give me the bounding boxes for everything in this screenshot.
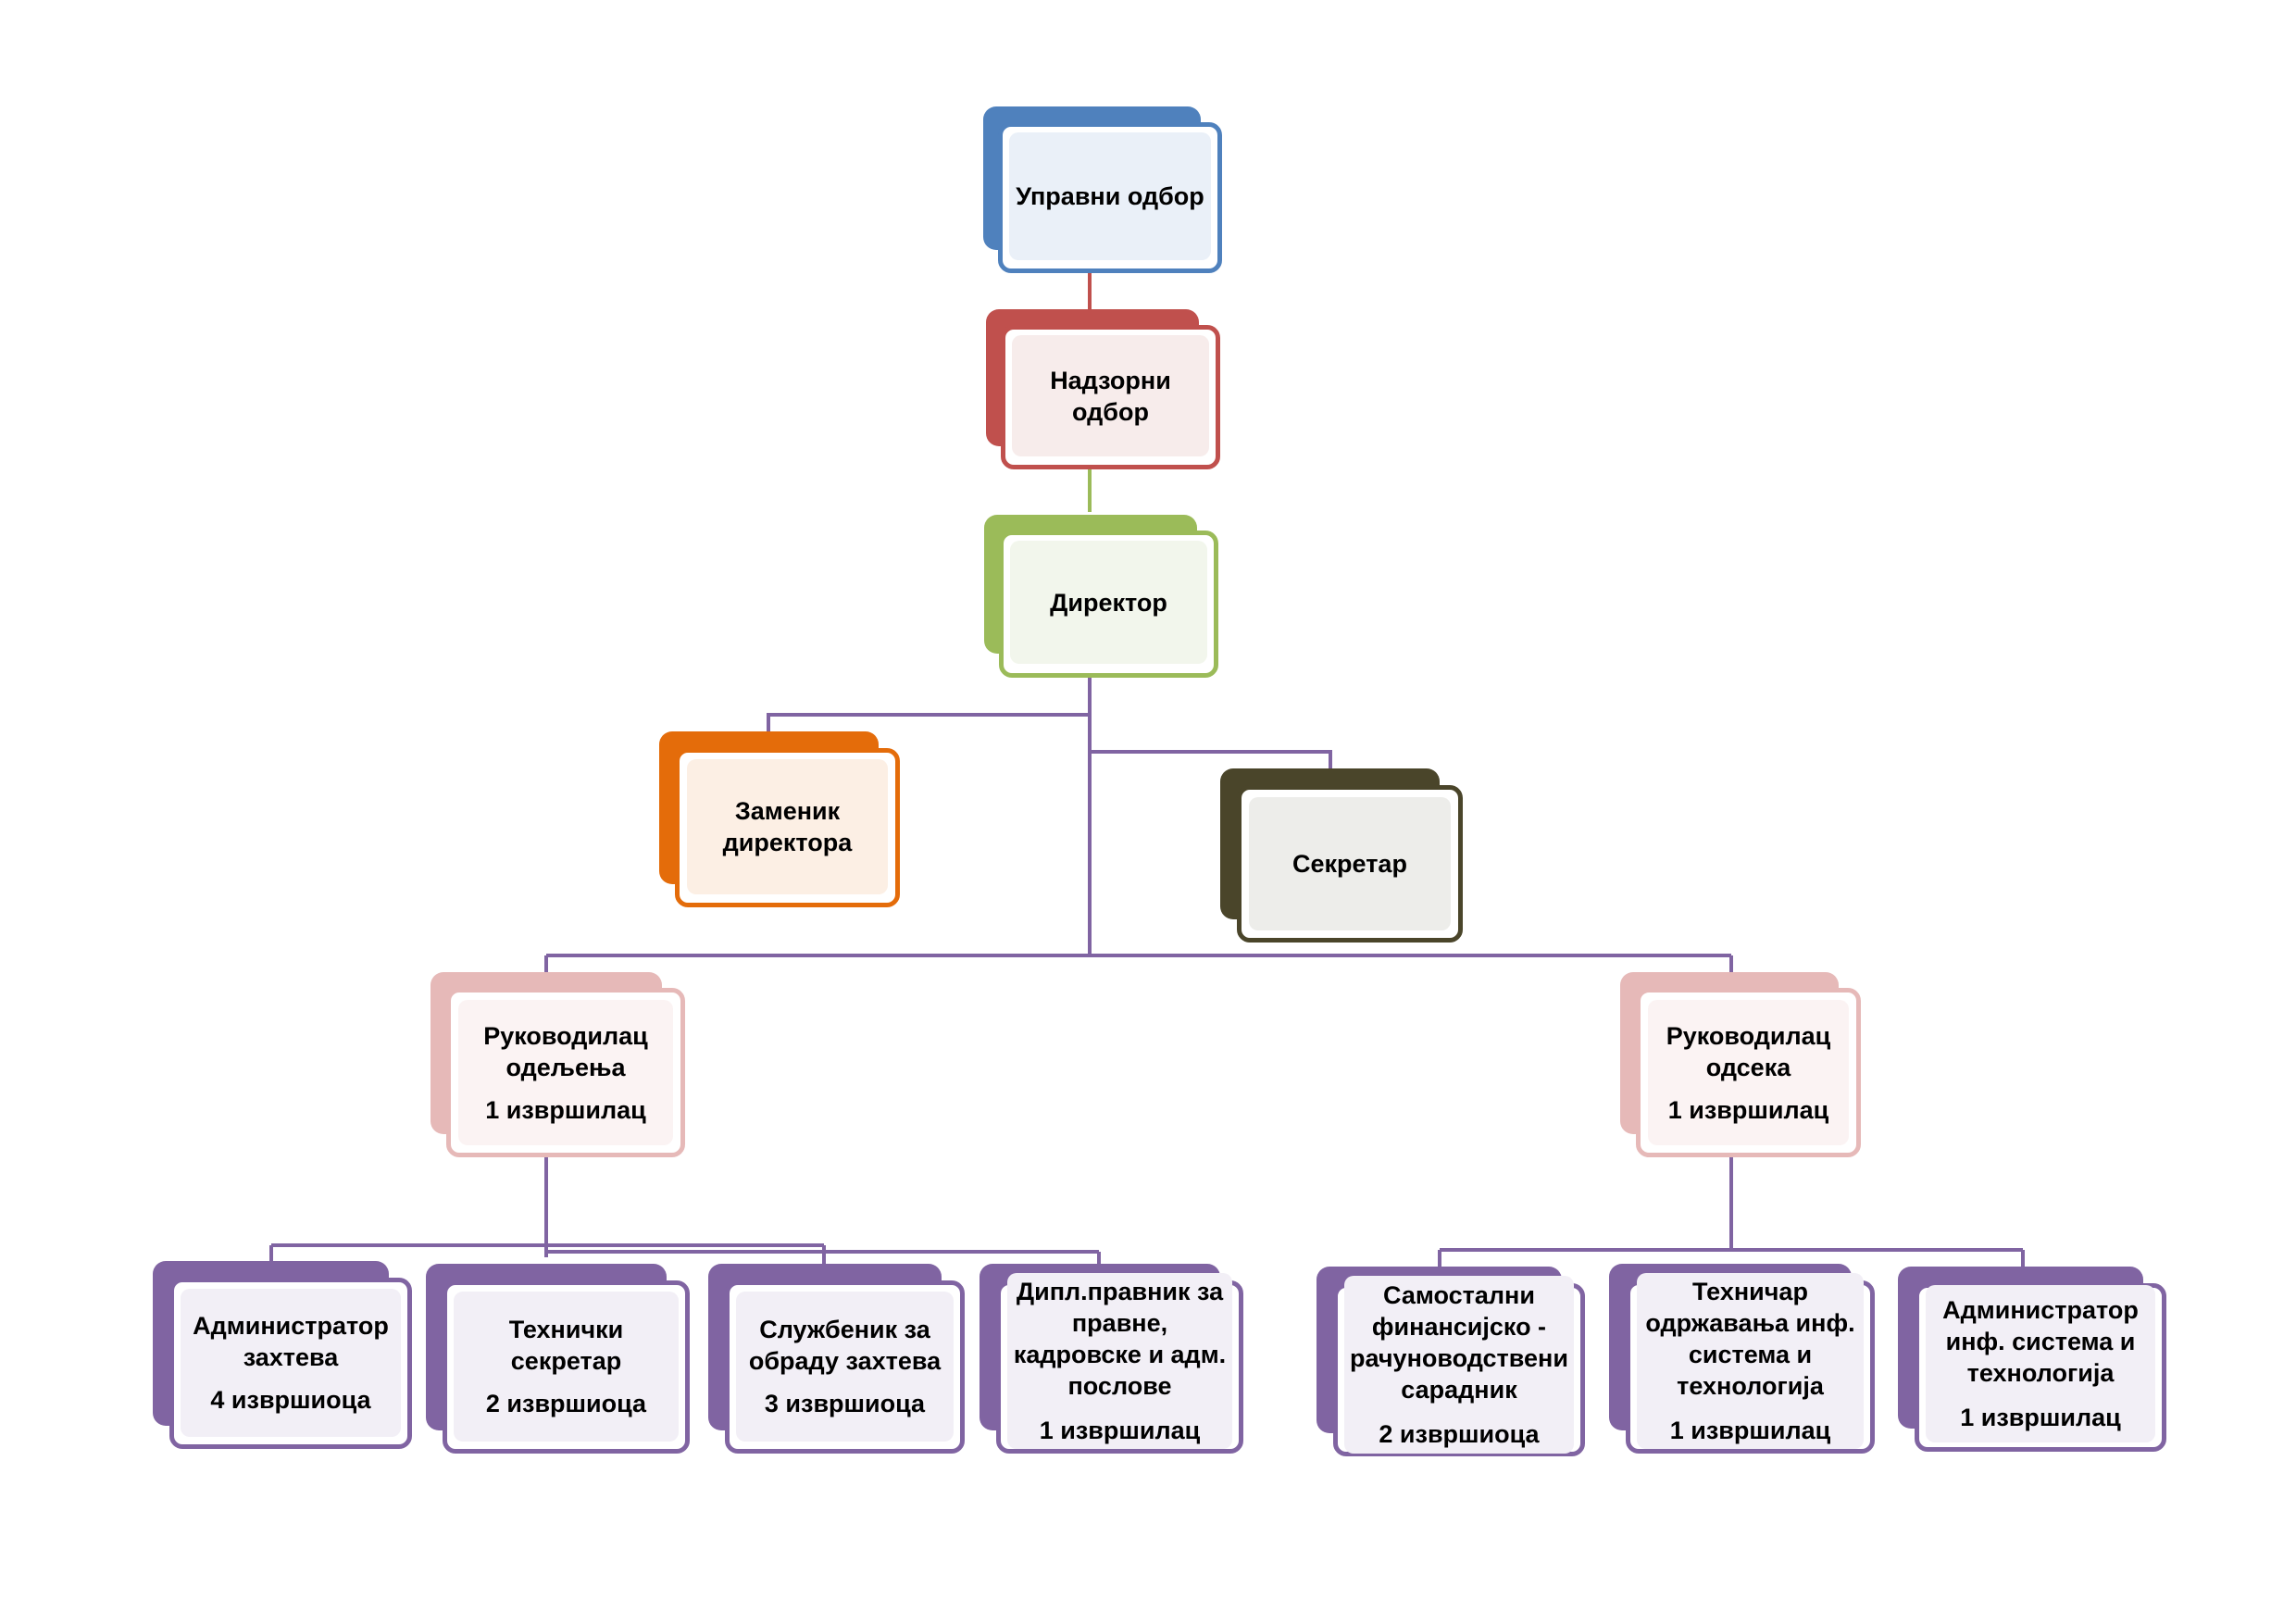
node-title: Директор (1050, 588, 1167, 617)
node-inner: Службеник за обраду захтева 3 извршиоца (736, 1292, 954, 1442)
node-subtitle: 3 извршиоца (764, 1390, 926, 1417)
node-inner: Администратор захтева 4 извршиоца (181, 1289, 401, 1437)
node-samostalni-saradnik: Самостални финансијско - рачуноводствени… (1316, 1267, 1585, 1456)
node-subtitle: 1 извршилац (1039, 1417, 1201, 1444)
connector-purple-tree (269, 676, 2025, 1267)
node-title: Надзорни одбор (1050, 366, 1171, 426)
node-subtitle: 1 извршилац (1667, 1095, 1829, 1124)
node-inner: Дипл.правник за правне, кадровске и адм.… (1007, 1273, 1232, 1449)
node-inner: Секретар (1249, 797, 1451, 930)
node-zamenik-direktora: Заменик директора (659, 731, 900, 907)
node-tehnicar-odrzavanja: Техничар одржавања инф. система и технол… (1609, 1264, 1875, 1454)
node-rukovodilac-odeljenja: Руководилац одељења 1 извршилац (430, 972, 685, 1157)
node-subtitle: 1 извршилац (1960, 1404, 2121, 1431)
node-inner: Технички секретар 2 извршиоца (454, 1292, 679, 1442)
node-title: Управни одбор (1016, 182, 1204, 210)
node-administrator-inf-sistema: Администратор инф. система и технологија… (1898, 1267, 2166, 1452)
node-rukovodilac-odseka: Руководилац одсека 1 извршилац (1620, 972, 1861, 1157)
node-direktor: Директор (984, 515, 1218, 678)
node-title: Секретар (1292, 850, 1407, 878)
node-title: Руководилац одељења (483, 1021, 648, 1081)
node-title: Самостални финансијско - рачуноводствени… (1350, 1281, 1568, 1404)
node-subtitle: 2 извршиоца (1379, 1420, 1540, 1448)
node-subtitle: 2 извршиоца (485, 1390, 647, 1417)
node-inner: Надзорни одбор (1012, 335, 1209, 456)
node-title: Техничар одржавања инф. система и технол… (1645, 1278, 1855, 1400)
node-subtitle: 1 извршилац (1669, 1417, 1831, 1444)
node-nadzorni-odbor: Надзорни одбор (986, 309, 1220, 469)
node-inner: Администратор инф. система и технологија… (1926, 1285, 2155, 1442)
node-inner: Директор (1010, 541, 1207, 664)
node-subtitle: 4 извршиоца (210, 1386, 371, 1414)
node-inner: Техничар одржавања инф. система и технол… (1637, 1273, 1864, 1449)
node-inner: Самостални финансијско - рачуноводствени… (1344, 1276, 1574, 1454)
node-upravni-odbor: Управни одбор (983, 106, 1222, 273)
node-inner: Руководилац одсека 1 извршилац (1648, 1000, 1849, 1145)
node-sluzbenik-za-obradu-zahteva: Службеник за обраду захтева 3 извршиоца (708, 1264, 965, 1454)
node-subtitle: 1 извршилац (485, 1095, 646, 1124)
node-title: Дипл.правник за правне, кадровске и адм.… (1013, 1278, 1227, 1400)
node-administrator-zahteva: Администратор захтева 4 извршиоца (153, 1261, 412, 1449)
node-title: Руководилац одсека (1666, 1021, 1831, 1081)
node-title: Администратор захтева (193, 1312, 389, 1371)
node-tehnicki-sekretar: Технички секретар 2 извршиоца (426, 1264, 690, 1454)
node-title: Администратор инф. система и технологија (1942, 1296, 2139, 1387)
node-inner: Управни одбор (1009, 132, 1211, 260)
node-sekretar: Секретар (1220, 768, 1463, 943)
node-inner: Руководилац одељења 1 извршилац (458, 1000, 673, 1145)
node-title: Технички секретар (508, 1316, 624, 1375)
node-inner: Заменик директора (687, 759, 888, 894)
node-title: Заменик директора (722, 797, 853, 856)
node-title: Службеник за обраду захтева (748, 1316, 942, 1375)
node-dipl-pravnik: Дипл.правник за правне, кадровске и адм.… (980, 1264, 1243, 1454)
